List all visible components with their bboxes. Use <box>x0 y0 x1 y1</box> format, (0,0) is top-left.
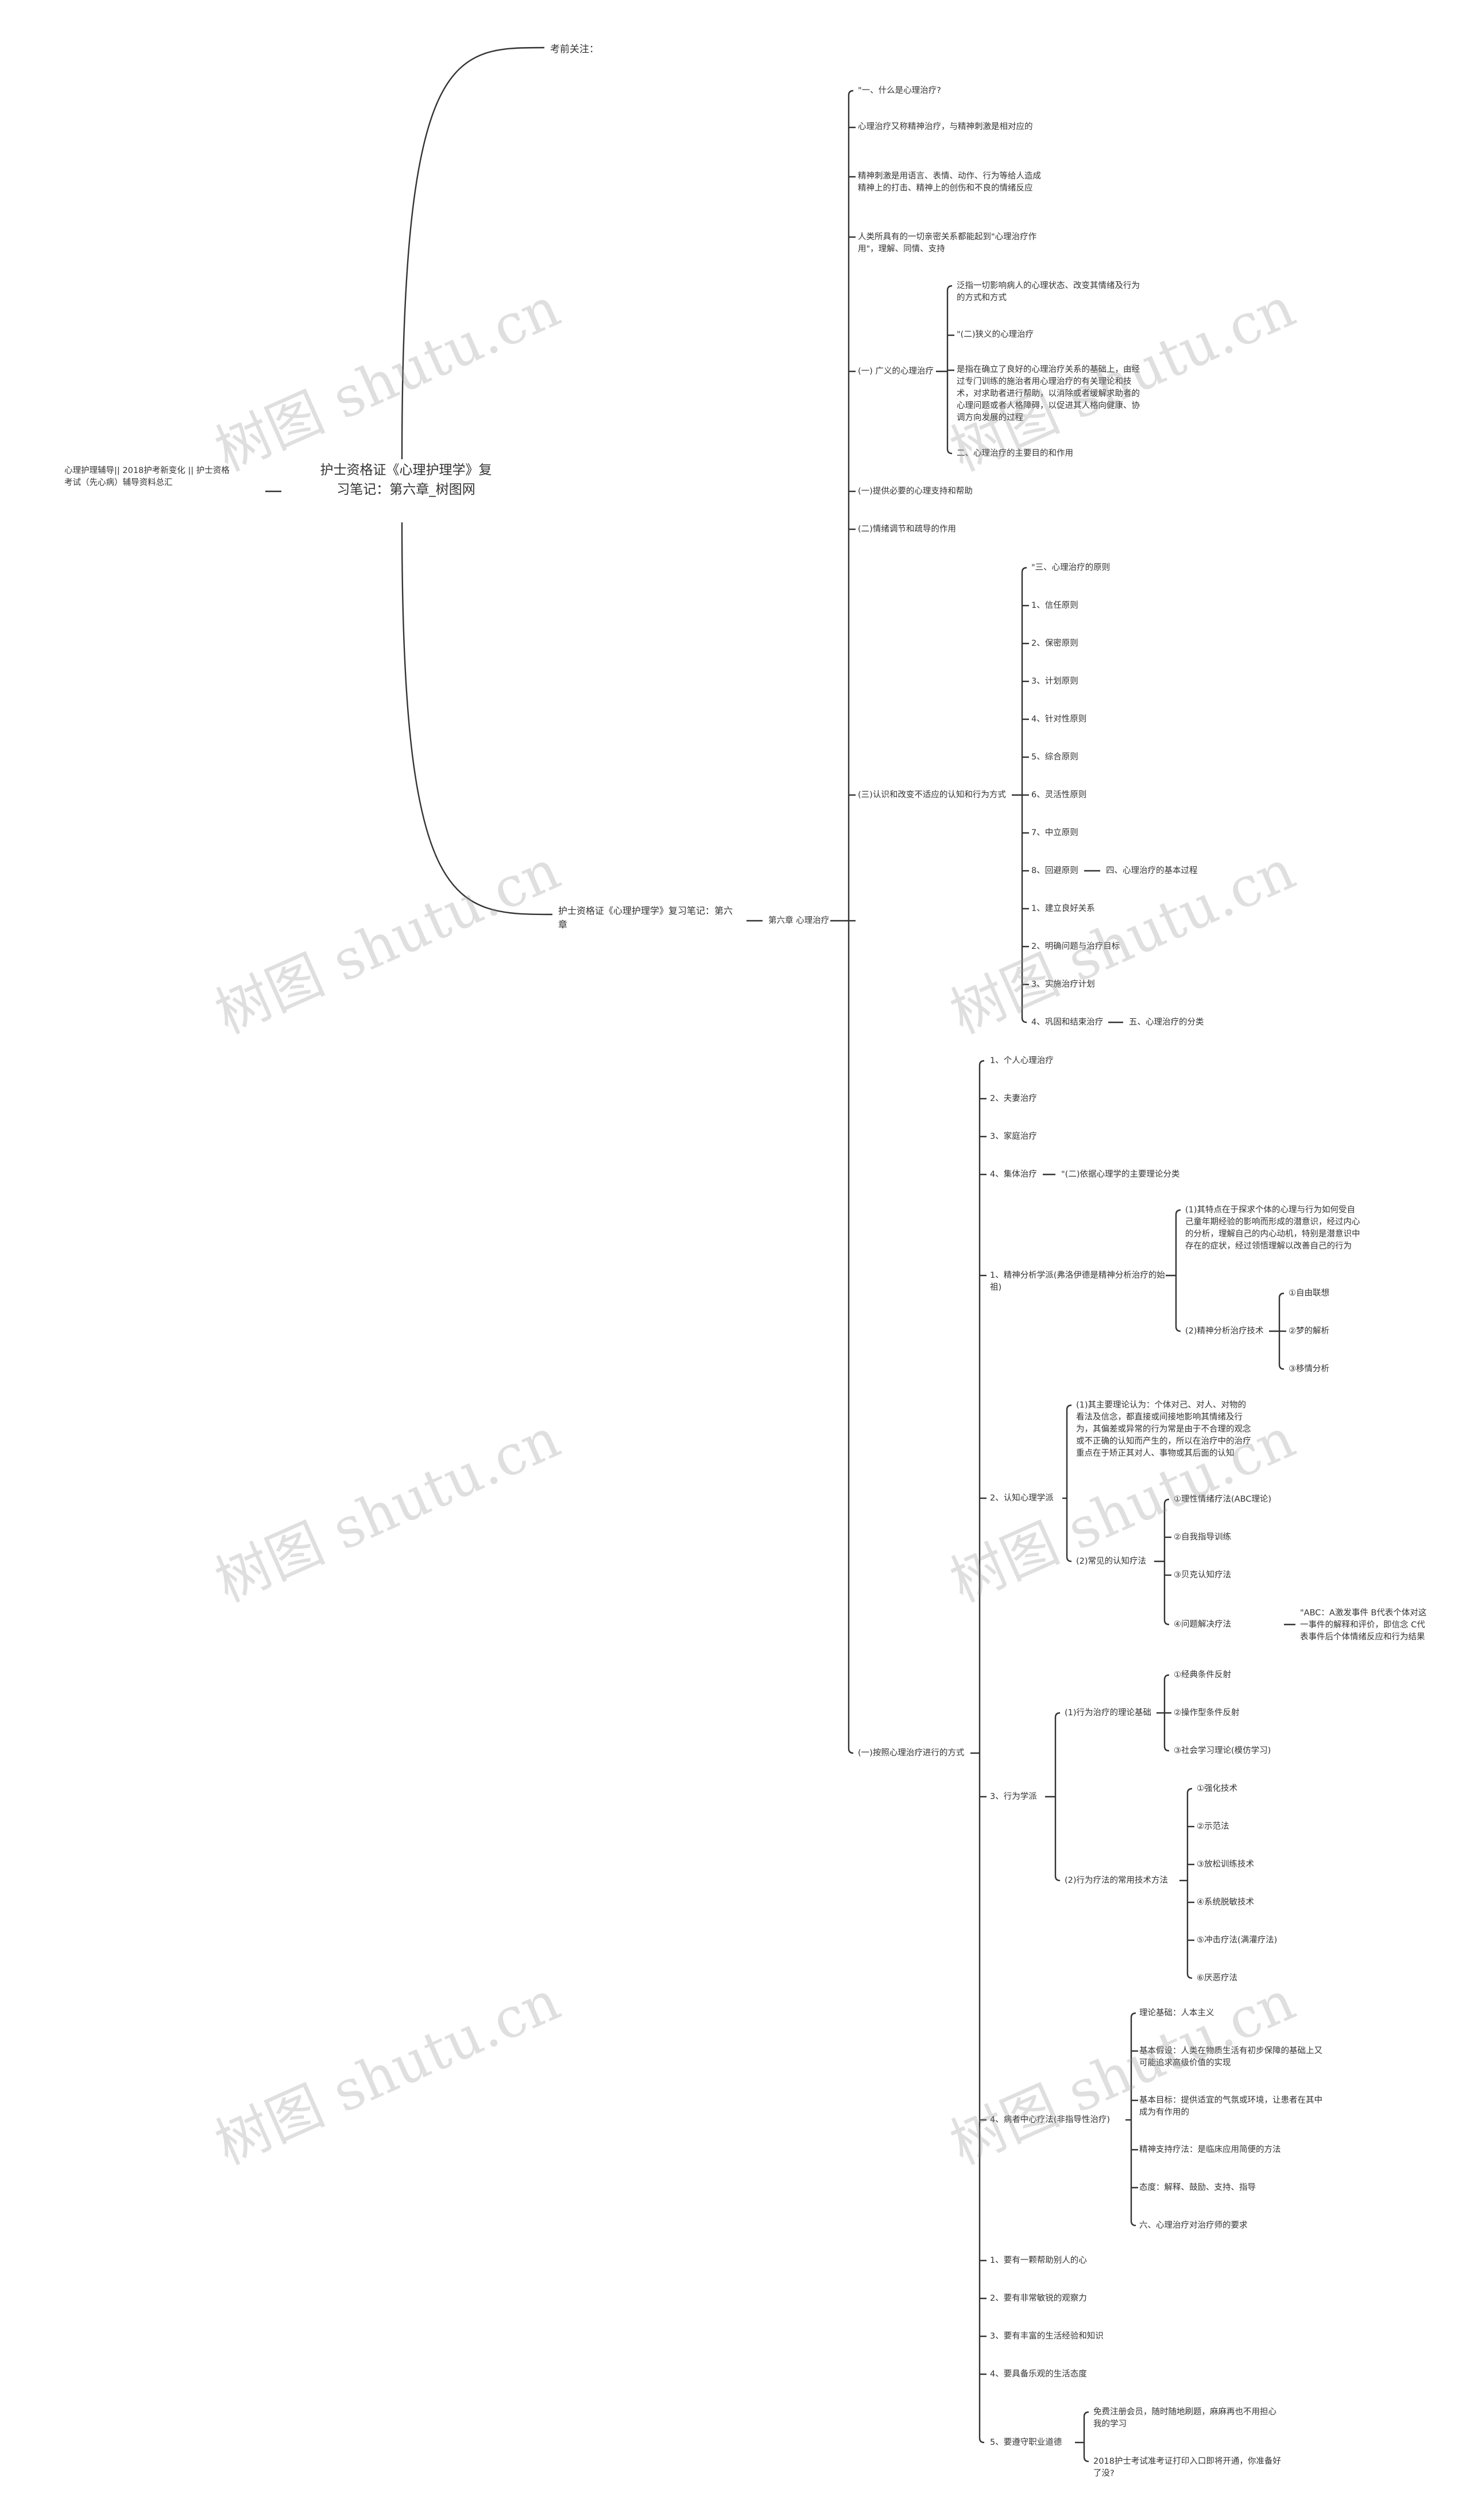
node-chapter-notes[interactable]: 护士资格证《心理护理学》复习笔记：第六章 <box>558 905 733 930</box>
node-client-3[interactable]: 基本目标：提供适宜的气氛或环境，让患者在其中成为有作用的 <box>1139 2096 1322 2117</box>
node-req-1[interactable]: 1、要有一颗帮助别人的心 <box>990 2256 1087 2265</box>
node-behavior[interactable]: 3、行为学派 <box>990 1792 1037 1801</box>
node-req-3[interactable]: 3、要有丰富的生活经验和知识 <box>990 2332 1104 2341</box>
node-client-2[interactable]: 基本假设：人类在物质生活有初步保障的基础上又可能追求高级价值的实现 <box>1139 2046 1322 2068</box>
node-q1[interactable]: "一、什么是心理治疗? <box>858 86 941 95</box>
node-cog-2[interactable]: 1、信任原则 <box>1031 601 1078 610</box>
node-psycho-1[interactable]: (1)其特点在于探求个体的心理与行为如何受自己童年期经验的影响而形成的潜意识，经… <box>1185 1205 1360 1251</box>
node-broad-2[interactable]: "(二)狭义的心理治疗 <box>957 330 1034 339</box>
node-cogschool-2c[interactable]: ③贝克认知疗法 <box>1174 1571 1231 1580</box>
node-behavior-1a[interactable]: ①经典条件反射 <box>1174 1670 1231 1680</box>
node-chapter-6[interactable]: 第六章 心理治疗 <box>768 916 830 925</box>
node-ethic-1[interactable]: 免费注册会员，随时随地刷题，麻麻再也不用担心我的学习 <box>1093 2407 1276 2429</box>
node-cog-10[interactable]: 1、建立良好关系 <box>1031 904 1095 913</box>
node-ethic-2[interactable]: 2018护士考试准考证打印入口即将开通，你准备好了没? <box>1093 2457 1281 2478</box>
node-cog-13-child[interactable]: 五、心理治疗的分类 <box>1129 1018 1204 1027</box>
node-support[interactable]: (一)提供必要的心理支持和帮助 <box>858 487 973 496</box>
node-behavior-2a[interactable]: ①强化技术 <box>1197 1784 1237 1793</box>
node-cog-8[interactable]: 7、中立原则 <box>1031 828 1078 838</box>
node-method-2[interactable]: 2、夫妻治疗 <box>990 1094 1037 1103</box>
node-broad-therapy[interactable]: (一) 广义的心理治疗 <box>858 367 934 376</box>
node-broad-1[interactable]: 泛指一切影响病人的心理状态、改变其情绪及行为的方式和方式 <box>957 281 1140 303</box>
node-cog-11[interactable]: 2、明确问题与治疗目标 <box>1031 942 1120 951</box>
node-method[interactable]: (一)按照心理治疗进行的方式 <box>858 1749 965 1758</box>
node-q1-stimulus[interactable]: 精神刺激是用语言、表情、动作、行为等给人造成精神上的打击、精神上的创伤和不良的情… <box>858 172 1041 193</box>
node-req-2[interactable]: 2、要有非常敏锐的观察力 <box>990 2294 1087 2303</box>
node-broad-4[interactable]: 二、心理治疗的主要目的和作用 <box>957 449 1073 458</box>
node-q1-definition[interactable]: 心理治疗又称精神治疗，与精神刺激是相对应的 <box>858 122 1033 131</box>
node-cogschool-2[interactable]: (2)常见的认知疗法 <box>1076 1557 1147 1566</box>
node-behavior-2d[interactable]: ④系统脱敏技术 <box>1197 1898 1254 1907</box>
node-behavior-1[interactable]: (1)行为治疗的理论基础 <box>1065 1708 1152 1718</box>
node-req-4[interactable]: 4、要具备乐观的生活态度 <box>990 2370 1087 2379</box>
node-behavior-2b[interactable]: ②示范法 <box>1197 1822 1229 1831</box>
node-emotion[interactable]: (二)情绪调节和疏导的作用 <box>858 525 956 534</box>
node-method-4[interactable]: 4、集体治疗 <box>990 1170 1037 1179</box>
node-cog-3[interactable]: 2、保密原则 <box>1031 639 1078 648</box>
node-cog-1[interactable]: "三、心理治疗的原则 <box>1031 563 1111 572</box>
node-cognition[interactable]: (三)认识和改变不适应的认知和行为方式 <box>858 790 1006 800</box>
node-behavior-2f[interactable]: ⑥厌恶疗法 <box>1197 1974 1237 1983</box>
node-cog-5[interactable]: 4、针对性原则 <box>1031 715 1087 724</box>
node-cog-12[interactable]: 3、实施治疗计划 <box>1031 980 1095 989</box>
left-node[interactable]: 心理护理辅导|| 2018护考新变化 || 护士资格考试（先心病）辅导资料总汇 <box>64 466 230 487</box>
node-theory-class[interactable]: "(二)依据心理学的主要理论分类 <box>1061 1170 1180 1179</box>
node-cogschool[interactable]: 2、认知心理学派 <box>990 1494 1054 1503</box>
node-psycho-2b[interactable]: ②梦的解析 <box>1289 1327 1329 1336</box>
node-cog-6[interactable]: 5、综合原则 <box>1031 753 1078 762</box>
node-behavior-1b[interactable]: ②操作型条件反射 <box>1174 1708 1240 1718</box>
node-behavior-2[interactable]: (2)行为疗法的常用技术方法 <box>1065 1876 1169 1885</box>
node-client-5[interactable]: 态度：解释、鼓励、支持、指导 <box>1139 2183 1256 2192</box>
node-client-4[interactable]: 精神支持疗法：是临床应用简便的方法 <box>1139 2145 1281 2154</box>
node-cogschool-1[interactable]: (1)其主要理论认为：个体对己、对人、对物的看法及信念，都直接或间接地影响其情绪… <box>1076 1401 1251 1458</box>
node-q1-role[interactable]: 人类所具有的一切亲密关系都能起到"心理治疗作用"，理解、同情、支持 <box>858 232 1037 254</box>
node-behavior-1c[interactable]: ③社会学习理论(模仿学习) <box>1174 1746 1271 1755</box>
node-client-6[interactable]: 六、心理治疗对治疗师的要求 <box>1139 2221 1248 2230</box>
node-cogschool-2b[interactable]: ②自我指导训练 <box>1174 1533 1231 1542</box>
node-client-center[interactable]: 4、病者中心疗法(非指导性治疗) <box>990 2115 1111 2124</box>
node-psycho-2[interactable]: (2)精神分析治疗技术 <box>1185 1327 1264 1336</box>
node-req-5[interactable]: 5、要遵守职业道德 <box>990 2438 1062 2447</box>
node-cog-9[interactable]: 8、回避原则 <box>1031 866 1078 875</box>
node-broad-3[interactable]: 是指在确立了良好的心理治疗关系的基础上，由经过专门训练的施治者用心理治疗的有关理… <box>957 365 1140 422</box>
node-method-3[interactable]: 3、家庭治疗 <box>990 1132 1037 1141</box>
node-cogschool-2d[interactable]: ④问题解决疗法 <box>1174 1620 1231 1629</box>
node-psycho[interactable]: 1、精神分析学派(弗洛伊德是精神分析治疗的始祖) <box>990 1271 1165 1292</box>
node-behavior-2e[interactable]: ⑤冲击疗法(满灌疗法) <box>1197 1936 1278 1945</box>
node-cog-7[interactable]: 6、灵活性原则 <box>1031 790 1087 800</box>
node-psycho-2c[interactable]: ③移情分析 <box>1289 1364 1329 1374</box>
node-exam-attention[interactable]: 考前关注： <box>550 44 599 55</box>
root-node[interactable]: 护士资格证《心理护理学》复习笔记：第六章_树图网 <box>320 463 492 497</box>
node-psycho-2a[interactable]: ①自由联想 <box>1289 1289 1329 1298</box>
node-cogschool-2a[interactable]: ①理性情绪疗法(ABC理论) <box>1174 1495 1272 1504</box>
node-abc[interactable]: "ABC：A激发事件 B代表个体对这一事件的解释和评价，即信念 C代表事件后个体… <box>1300 1608 1427 1642</box>
node-cog-9-child[interactable]: 四、心理治疗的基本过程 <box>1106 866 1198 875</box>
node-method-1[interactable]: 1、个人心理治疗 <box>990 1056 1054 1065</box>
node-client-1[interactable]: 理论基础：人本主义 <box>1139 2009 1214 2018</box>
node-behavior-2c[interactable]: ③放松训练技术 <box>1197 1860 1254 1869</box>
node-cog-13[interactable]: 4、巩固和结束治疗 <box>1031 1018 1104 1027</box>
node-cog-4[interactable]: 3、计划原则 <box>1031 677 1078 686</box>
